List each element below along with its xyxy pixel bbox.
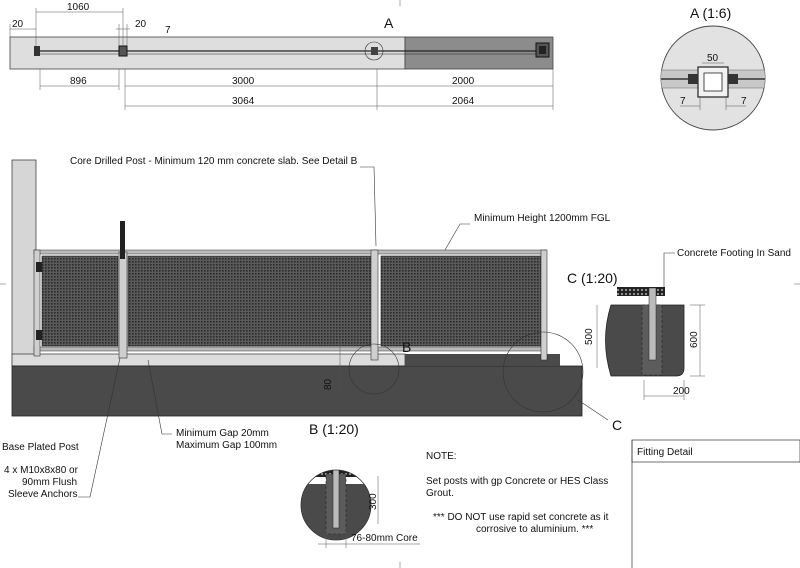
- min-height-note: Minimum Height 1200mm FGL: [474, 213, 611, 224]
- detail-b-callout-circle: [348, 343, 400, 395]
- base-plate-line-2: 4 x M10x8x80 or: [4, 465, 79, 476]
- plan-view: A 1060 20 20 7 896 3000 2000 3064 2064: [9, 2, 554, 110]
- post-end: [540, 249, 548, 361]
- detail-b-dim-300: 300: [368, 493, 379, 510]
- dim-20-right: 20: [135, 19, 147, 30]
- gap-min-note: Minimum Gap 20mm: [176, 428, 269, 439]
- title-block: Fitting Detail: [631, 439, 800, 568]
- elevation-view: B C 80 Core Drilled Post - Minimum 120 m…: [11, 156, 622, 451]
- base-plate-note: Base Plated Post 4 x M10x8x80 or 90mm Fl…: [2, 357, 121, 500]
- detail-c-dim-500: 500: [584, 328, 595, 345]
- detail-a-title: A (1:6): [690, 5, 731, 21]
- base-plate-line-3: 90mm Flush: [22, 477, 77, 488]
- title-block-label: Fitting Detail: [637, 447, 693, 458]
- plan-slab: [9, 36, 406, 70]
- detail-c-footing-note: Concrete Footing In Sand: [677, 248, 791, 259]
- post-core-drilled: [370, 249, 379, 361]
- dim-3000: 3000: [232, 76, 255, 87]
- bottom-rail: [33, 346, 547, 352]
- detail-c-dim-200: 200: [673, 386, 690, 397]
- post-base-plated: [33, 249, 41, 357]
- boundary-wall: [11, 159, 37, 366]
- detail-c-callout-circle: [502, 331, 584, 413]
- base-plate-line-4: Sleeve Anchors: [8, 489, 78, 500]
- plan-post-1: [34, 46, 40, 56]
- dim-896: 896: [70, 76, 87, 87]
- plan-footing: [404, 36, 554, 70]
- gate-hinge-bottom: [36, 330, 42, 340]
- detail-b-title: B (1:20): [309, 421, 359, 437]
- dim-7: 7: [165, 25, 171, 36]
- plan-post-2: [118, 45, 128, 57]
- plan-post-3: [371, 47, 378, 55]
- notes-heading: NOTE:: [426, 451, 457, 462]
- detail-b-marker: B: [402, 339, 411, 355]
- dim-2000: 2000: [452, 76, 475, 87]
- detail-a-dim-7-left: 7: [680, 96, 686, 107]
- dim-3064: 3064: [232, 96, 255, 107]
- dim-2064: 2064: [452, 96, 475, 107]
- notes-line-4: corrosive to aluminium. ***: [476, 524, 593, 535]
- detail-b: B (1:20) 300 76-80mm Core: [300, 421, 420, 548]
- detail-c-marker: C: [612, 417, 622, 433]
- notes-line-2: Grout.: [426, 488, 454, 499]
- gate-latch: [120, 221, 125, 259]
- detail-a-marker: A: [384, 15, 394, 31]
- gate-mesh-panel: [41, 255, 119, 347]
- notes-line-3: *** DO NOT use rapid set concrete as it: [433, 512, 609, 523]
- core-drilled-note: Core Drilled Post - Minimum 120 mm concr…: [70, 156, 358, 167]
- detail-c: C (1:20) Concrete Footing In Sand 500 60…: [567, 248, 791, 400]
- detail-b-core-note: 76-80mm Core: [351, 533, 418, 544]
- ground-footing: [11, 365, 583, 417]
- detail-a: A (1:6) 50 7 7: [660, 5, 766, 131]
- post-latch: [118, 251, 128, 359]
- gate-hinge-top: [36, 262, 42, 272]
- detail-c-title: C (1:20): [567, 270, 618, 286]
- mesh-panel-1: [127, 255, 372, 347]
- base-plate-line-1: Base Plated Post: [2, 442, 79, 453]
- top-rail: [33, 249, 547, 255]
- dim-20-left: 20: [12, 19, 24, 30]
- detail-c-post: [648, 287, 657, 361]
- dim-1060: 1060: [67, 2, 90, 13]
- mesh-panel-2: [380, 255, 542, 347]
- detail-a-dim-50: 50: [707, 53, 719, 64]
- detail-a-callout-circle: [364, 41, 384, 61]
- gap-max-note: Maximum Gap 100mm: [176, 440, 277, 451]
- detail-c-dim-600: 600: [689, 331, 700, 348]
- notes-block: NOTE: Set posts with gp Concrete or HES …: [426, 451, 609, 535]
- detail-a-dim-7-right: 7: [741, 96, 747, 107]
- dim-80: 80: [323, 378, 334, 390]
- concrete-slab: [11, 353, 406, 367]
- notes-line-1: Set posts with gp Concrete or HES Class: [426, 476, 608, 487]
- detail-c-grass: [617, 287, 665, 296]
